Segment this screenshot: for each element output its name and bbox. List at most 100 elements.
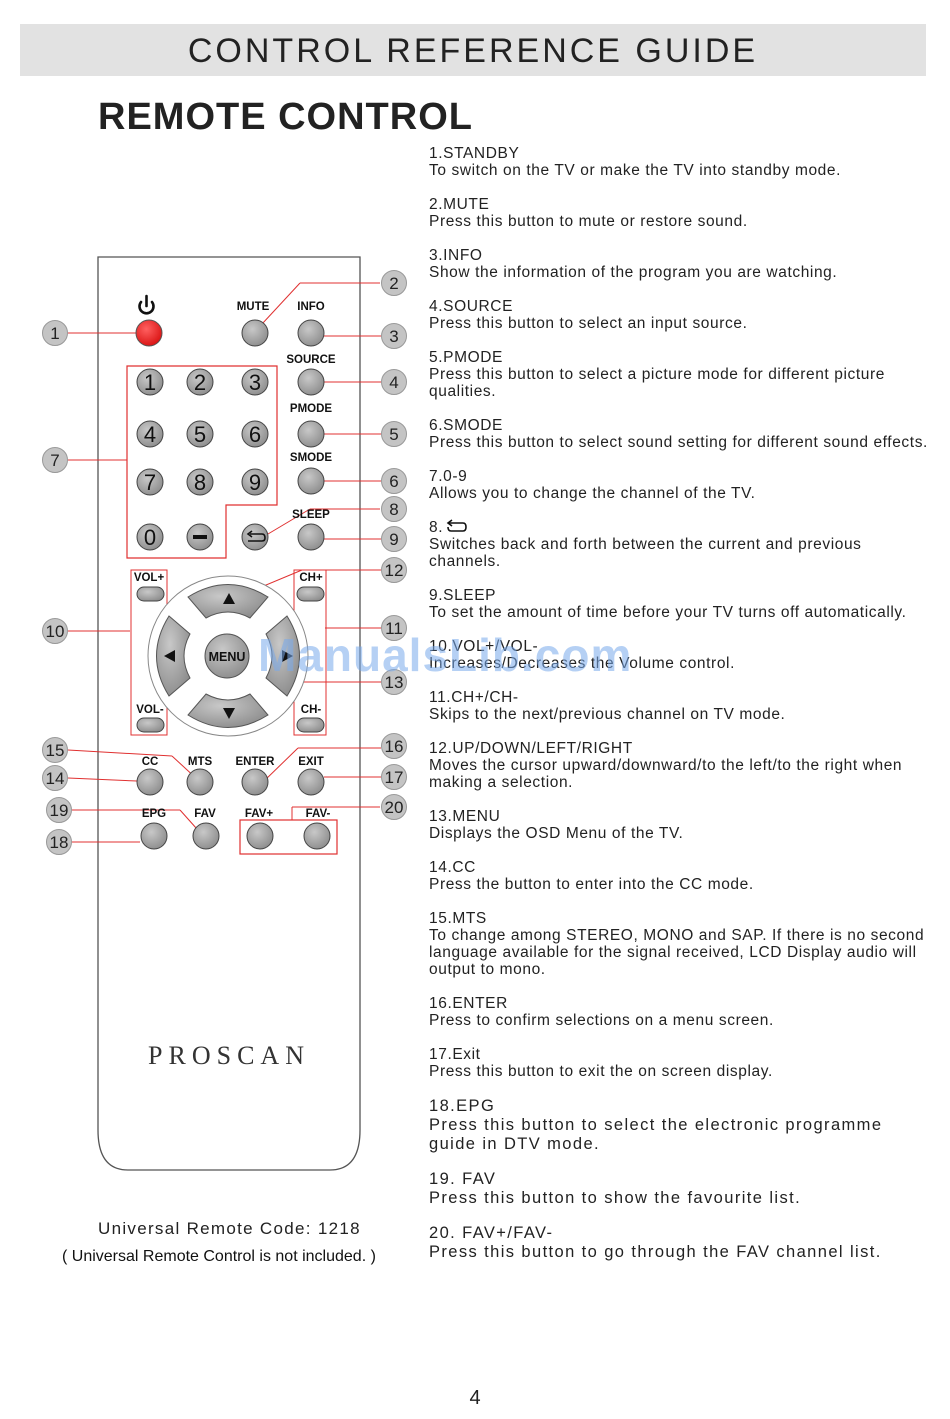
vol-minus-label: VOL- (136, 704, 164, 716)
watermark: ManualsLib.com (258, 629, 633, 681)
sleep-button[interactable] (297, 523, 325, 551)
digit-label: 8 (194, 470, 206, 495)
cc-label: CC (142, 756, 159, 768)
digit-button[interactable] (241, 468, 269, 496)
description-title: 20. FAV+/FAV- (429, 1224, 554, 1242)
enter-button[interactable] (241, 768, 269, 796)
description-title: 2.MUTE (429, 196, 490, 213)
vol-plus-button[interactable] (136, 586, 165, 602)
callout-circle (381, 764, 407, 790)
digit-button[interactable] (136, 523, 164, 551)
digit-button[interactable] (136, 420, 164, 448)
left-arrow-icon (164, 650, 175, 662)
recall-button[interactable] (241, 523, 269, 551)
description-title: 1.STANDBY (429, 145, 520, 162)
mts-button[interactable] (186, 768, 214, 796)
description-title: 19. FAV (429, 1170, 497, 1188)
description-title: 9.SLEEP (429, 587, 497, 604)
callout-number: 2 (389, 274, 398, 293)
page-title: CONTROL REFERENCE GUIDE (187, 32, 759, 70)
ch-minus-label: CH- (301, 704, 322, 716)
digit-button[interactable] (241, 420, 269, 448)
fav-button[interactable] (192, 822, 220, 850)
fav-minus-label: FAV- (306, 808, 331, 820)
mute-button[interactable] (241, 319, 269, 347)
description-title: 12.UP/DOWN/LEFT/RIGHT (429, 740, 633, 757)
description-title-row: 8. (429, 519, 929, 536)
description-text: Skips to the next/previous channel on TV… (429, 706, 786, 723)
cc-button[interactable] (136, 768, 164, 796)
callout-circle (381, 468, 407, 494)
description-title: 4.SOURCE (429, 298, 514, 315)
fav-minus-button[interactable] (303, 822, 331, 850)
digit-button[interactable] (136, 468, 164, 496)
digit-button[interactable] (186, 368, 214, 396)
digit-label: 1 (144, 370, 156, 395)
digit-button[interactable] (186, 420, 214, 448)
callout-circle (42, 447, 68, 473)
epg-button[interactable] (140, 822, 168, 850)
digit-button[interactable] (136, 368, 164, 396)
digit-label: 0 (144, 525, 156, 550)
description-text: To switch on the TV or make the TV into … (429, 162, 842, 179)
callout-number: 15 (46, 741, 65, 760)
description-text: To set the amount of time before your TV… (429, 604, 907, 621)
smode-button[interactable] (297, 467, 325, 495)
description-title: 15.MTS (429, 910, 487, 927)
callout-circle (381, 323, 407, 349)
recall-icon (246, 530, 266, 542)
callout-number: 20 (385, 798, 404, 817)
description-text: Press this button to mute or restore sou… (429, 213, 748, 230)
callout-number: 1 (50, 324, 59, 343)
pmode-button[interactable] (297, 420, 325, 448)
description-text: Press this button to select a picture mo… (429, 366, 885, 400)
description-title: 10.VOL+/VOL- (429, 638, 539, 655)
fav-plus-button[interactable] (246, 822, 274, 850)
description-title: 13.MENU (429, 808, 501, 825)
callout-circle (381, 733, 407, 759)
fav-plus-label: FAV+ (245, 808, 274, 820)
description-text: Show the information of the program you … (429, 264, 838, 281)
vol-minus-button[interactable] (136, 717, 165, 733)
description-title: 17.Exit (429, 1046, 481, 1063)
info-button[interactable] (297, 319, 325, 347)
page-number: 4 (469, 1387, 481, 1409)
section-title: REMOTE CONTROL (98, 96, 473, 138)
exit-label: EXIT (298, 756, 324, 768)
callout-number: 6 (389, 472, 398, 491)
power-icon (138, 294, 155, 315)
vol-plus-label: VOL+ (134, 572, 165, 584)
description-title: 7.0-9 (429, 468, 468, 485)
menu-button[interactable] (204, 633, 250, 679)
callout-number: 10 (46, 622, 65, 641)
description-item: 10.VOL+/VOL-Increases/Decreases the Volu… (429, 638, 929, 672)
smode-label: SMODE (290, 452, 333, 464)
description-title: 8. (429, 519, 444, 536)
fav-label: FAV (194, 808, 216, 820)
power-button[interactable] (135, 319, 163, 347)
ch-minus-button[interactable] (296, 717, 325, 733)
callout-number: 4 (389, 373, 398, 392)
epg-label: EPG (142, 808, 166, 820)
ch-plus-button[interactable] (296, 586, 325, 602)
digit-button[interactable] (186, 468, 214, 496)
callout-circle (381, 526, 407, 552)
digit-label: 6 (249, 422, 261, 447)
callout-number: 3 (389, 327, 398, 346)
mts-label: MTS (188, 756, 213, 768)
description-text: Press this button to select sound settin… (429, 434, 928, 451)
exit-button[interactable] (297, 768, 325, 796)
source-button[interactable] (297, 368, 325, 396)
digit-button[interactable] (241, 368, 269, 396)
description-title: 18.EPG (429, 1097, 496, 1115)
digit-label: 3 (249, 370, 261, 395)
description-text: Press this button to exit the on screen … (429, 1063, 773, 1080)
